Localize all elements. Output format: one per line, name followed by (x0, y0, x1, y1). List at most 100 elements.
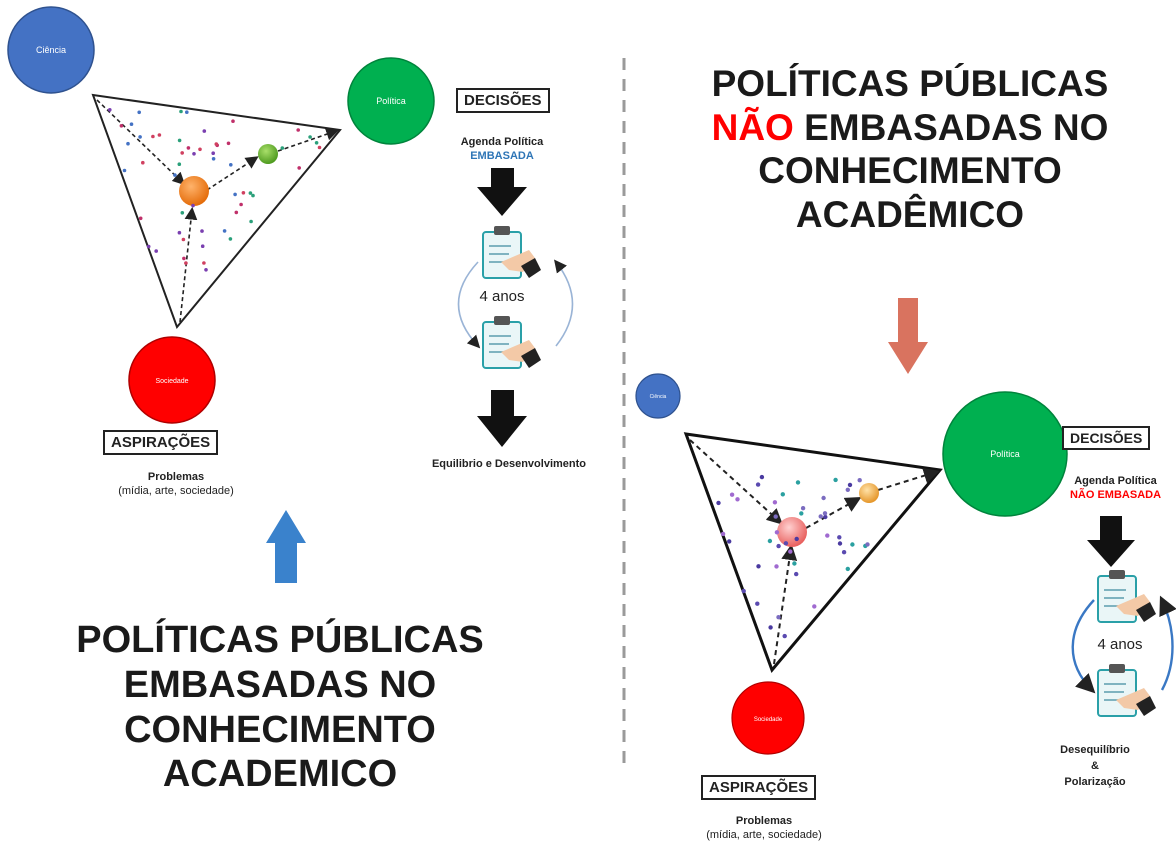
left-sociedade-node (128, 336, 216, 424)
scatter-dot (308, 135, 312, 139)
scatter-dot (792, 561, 797, 566)
left-title-line4: ACADEMICO (162, 753, 398, 796)
scatter-dot (774, 530, 780, 535)
left-politica-label: Política (376, 96, 406, 106)
right-scatter-dots (716, 474, 870, 639)
scatter-dot (138, 135, 142, 139)
scatter-dot (229, 163, 233, 167)
scatter-dot (317, 145, 322, 150)
scatter-dot (204, 268, 208, 272)
scatter-dot (228, 237, 233, 241)
scatter-dot (821, 495, 826, 501)
scatter-dot (185, 110, 189, 114)
scatter-dot (239, 202, 243, 207)
right-decisoes-box: DECISÕES (1062, 426, 1151, 450)
scatter-dot (181, 237, 186, 242)
scatter-dot (192, 152, 196, 156)
left-orange-ball (179, 176, 209, 206)
right-outcome-label: Desequilíbrio & Polarização (1040, 742, 1150, 790)
left-title-line2: EMBASADAS NO (123, 663, 437, 706)
scatter-dot (137, 110, 141, 115)
scatter-dot (774, 564, 779, 569)
right-ciencia-node (635, 373, 681, 419)
left-decision-flow (457, 168, 574, 447)
scatter-dot (755, 601, 760, 606)
scatter-dot (122, 168, 127, 173)
scatter-dot (837, 535, 842, 540)
right-down-arrow (1087, 516, 1135, 567)
left-clipboard-icon-2 (482, 316, 541, 369)
left-ciencia-label: Ciência (36, 45, 66, 55)
scatter-dot (179, 109, 183, 114)
left-problemas-label: Problemas (mídia, arte, sociedade) (96, 470, 256, 498)
scatter-dot (296, 128, 301, 132)
right-title-line3: CONHECIMENTO (758, 150, 1062, 192)
right-title-line4: ACADÊMICO (795, 193, 1025, 235)
right-arrow-to-politica (877, 467, 940, 491)
right-title-nao: NÃO (711, 106, 794, 148)
scatter-dot (756, 564, 761, 569)
scatter-dot (759, 474, 765, 480)
scatter-dot (755, 482, 761, 487)
scatter-dot (154, 249, 158, 253)
scatter-dot (772, 500, 778, 505)
scatter-dot (773, 514, 778, 519)
scatter-dot (741, 588, 746, 594)
scatter-dot (812, 604, 817, 609)
scatter-dot (818, 514, 823, 519)
scatter-dot (795, 480, 801, 485)
scatter-dot (241, 191, 246, 195)
right-cycle-arc-left (1071, 599, 1096, 694)
scatter-dot (788, 549, 793, 554)
scatter-dot (857, 478, 862, 483)
left-green-ball (258, 144, 278, 164)
left-clipboard-icon-1 (482, 226, 541, 279)
scatter-dot (184, 261, 188, 265)
left-triangle (91, 93, 342, 329)
scatter-dot (314, 141, 319, 145)
right-sociedade-label: Sociedade (754, 717, 783, 723)
scatter-dot (226, 141, 231, 146)
scatter-dot (251, 193, 255, 198)
scatter-dot (173, 173, 177, 177)
scatter-dot (794, 571, 799, 577)
scatter-dot (845, 487, 850, 492)
scatter-dot (129, 122, 134, 126)
left-anos-label: 4 anos (479, 288, 525, 305)
left-problemas-title: Problemas (147, 471, 205, 483)
right-arrow-sociedade (773, 544, 798, 665)
scatter-dot (202, 129, 207, 133)
left-ciencia-node (7, 6, 95, 94)
scatter-dot (180, 151, 184, 155)
left-arrow-sociedade (179, 206, 198, 323)
right-decision-flow (1071, 516, 1176, 717)
right-arrow-to-gold (805, 497, 862, 529)
scatter-dot (222, 229, 227, 233)
scatter-dot (182, 256, 186, 261)
scatter-dot (297, 166, 302, 170)
scatter-dot (180, 211, 185, 215)
right-outcome-line3: Polarização (1064, 776, 1126, 788)
scatter-dot (841, 550, 847, 555)
scatter-dot (780, 492, 785, 497)
scatter-dot (198, 147, 202, 152)
scatter-dot (177, 162, 182, 166)
left-arrow-to-politica (277, 128, 340, 152)
scatter-dot (768, 625, 773, 630)
left-down-arrow-1 (477, 168, 527, 216)
scatter-dot (211, 157, 216, 161)
left-politica-node (347, 57, 435, 145)
right-agenda-label: Agenda Política NÃO EMBASADA (1055, 474, 1176, 502)
left-decisoes-box: DECISÕES (456, 88, 550, 113)
left-scatter-dots (108, 108, 322, 272)
scatter-dot (729, 492, 735, 497)
right-red-down-arrow (888, 298, 928, 374)
scatter-dot (850, 542, 855, 547)
scatter-dot (233, 192, 237, 197)
left-agenda-line2: EMBASADA (470, 150, 534, 162)
left-sociedade-label: Sociedade (155, 378, 188, 385)
scatter-dot (234, 210, 239, 215)
right-arrow-ciencia (689, 439, 783, 525)
left-agenda-line1: Agenda Política (460, 136, 544, 148)
